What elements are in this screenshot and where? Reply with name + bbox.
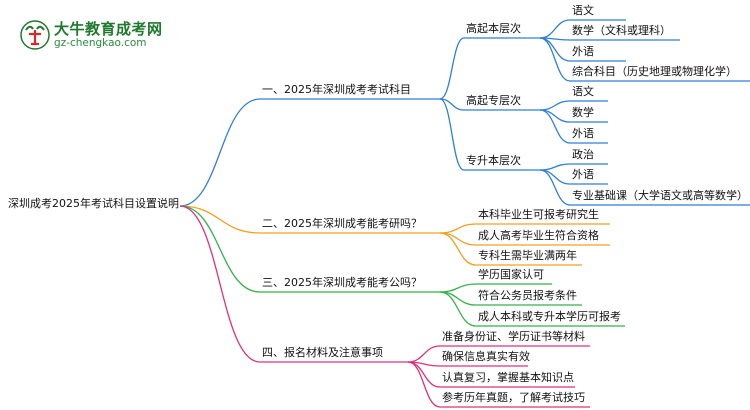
branch-label-4: 四、报名材料及注意事项 [262,346,383,359]
subject-leaf: 专业基础课（大学语文或高等数学） [572,189,748,202]
answer-connector [407,345,441,363]
branch-connector-1 [179,98,261,207]
subject-leaf: 语文 [572,4,594,17]
subject-connector [539,37,571,82]
branch-connector-2 [179,205,261,234]
subject-leaf: 综合科目（历史地理或物理化学） [572,65,737,78]
answer-leaf: 成人本科或专升本学历可报考 [478,310,621,323]
subject-connector [539,100,571,111]
subject-connector [539,169,571,206]
answer-leaf: 符合公务员报考条件 [478,289,577,302]
level-label-2: 高起专层次 [466,94,521,107]
branch-connector-4 [179,205,261,363]
site-logo: 大牛教育成考网 gz-chengkao.com [20,14,170,54]
level-connector-3 [439,98,465,171]
subject-connector [539,163,571,171]
answer-leaf: 学历国家认可 [478,268,544,281]
subject-leaf: 语文 [572,85,594,98]
answer-leaf: 成人高考毕业生符合资格 [478,229,599,242]
answer-leaf: 参考历年真题，了解考试技巧 [442,391,585,404]
answer-connector [439,283,477,293]
answer-leaf: 专科生需毕业满两年 [478,249,577,262]
answer-connector [439,291,477,306]
subject-connector [539,169,571,185]
answer-connector [439,291,477,327]
answer-leaf: 认真复习，掌握基本知识点 [442,371,574,384]
logo-title: 大牛教育成考网 [54,20,163,38]
answer-connector [439,232,477,266]
subject-leaf: 外语 [572,127,594,140]
answer-leaf: 本科毕业生可报考研究生 [478,208,599,221]
subject-leaf: 外语 [572,45,594,58]
logo-url: gz-chengkao.com [54,37,147,49]
level-label-3: 专升本层次 [466,154,521,167]
branch-connector-3 [179,205,261,293]
subject-leaf: 政治 [572,148,594,161]
answer-leaf: 确保信息真实有效 [442,350,530,363]
subject-leaf: 数学 [572,106,594,119]
branch-label-2: 二、2025年深圳成考能考研吗？ [262,217,422,230]
bull-logo-icon [20,20,50,50]
root-topic: 深圳成考2025年考试科目设置说明 [8,197,179,210]
subject-connector [539,109,571,144]
subject-leaf: 数学（文科或理科） [572,24,671,37]
subject-leaf: 外语 [572,168,594,181]
answer-connector [407,361,441,408]
level-connector-2 [439,98,465,111]
level-connector-1 [439,37,465,100]
answer-leaf: 准备身份证、学历证书等材料 [442,330,585,343]
branch-label-1: 一、2025年深圳成考考试科目 [262,83,411,96]
answer-connector [439,223,477,234]
subject-connector [539,19,571,39]
level-label-1: 高起本层次 [466,22,521,35]
branch-label-3: 三、2025年深圳成考能考公吗？ [262,276,422,289]
